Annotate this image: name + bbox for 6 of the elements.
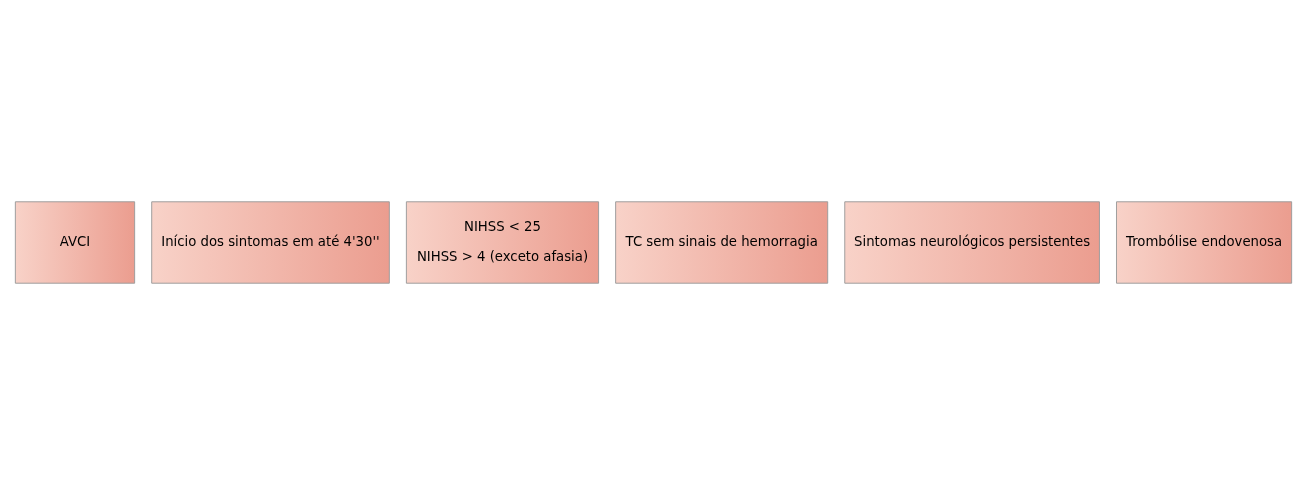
- node-box: Sintomas neurológicos persistentes: [844, 200, 1100, 284]
- node-box: NIHSS < 25 NIHSS > 4 (exceto afasia): [405, 200, 600, 284]
- node-box: Trombólise endovenosa: [1116, 200, 1293, 284]
- node-box: TC sem sinais de hemorragia: [615, 200, 829, 284]
- node-box: AVCI: [14, 200, 136, 284]
- node-box: Início dos sintomas em até 4'30'': [151, 200, 390, 284]
